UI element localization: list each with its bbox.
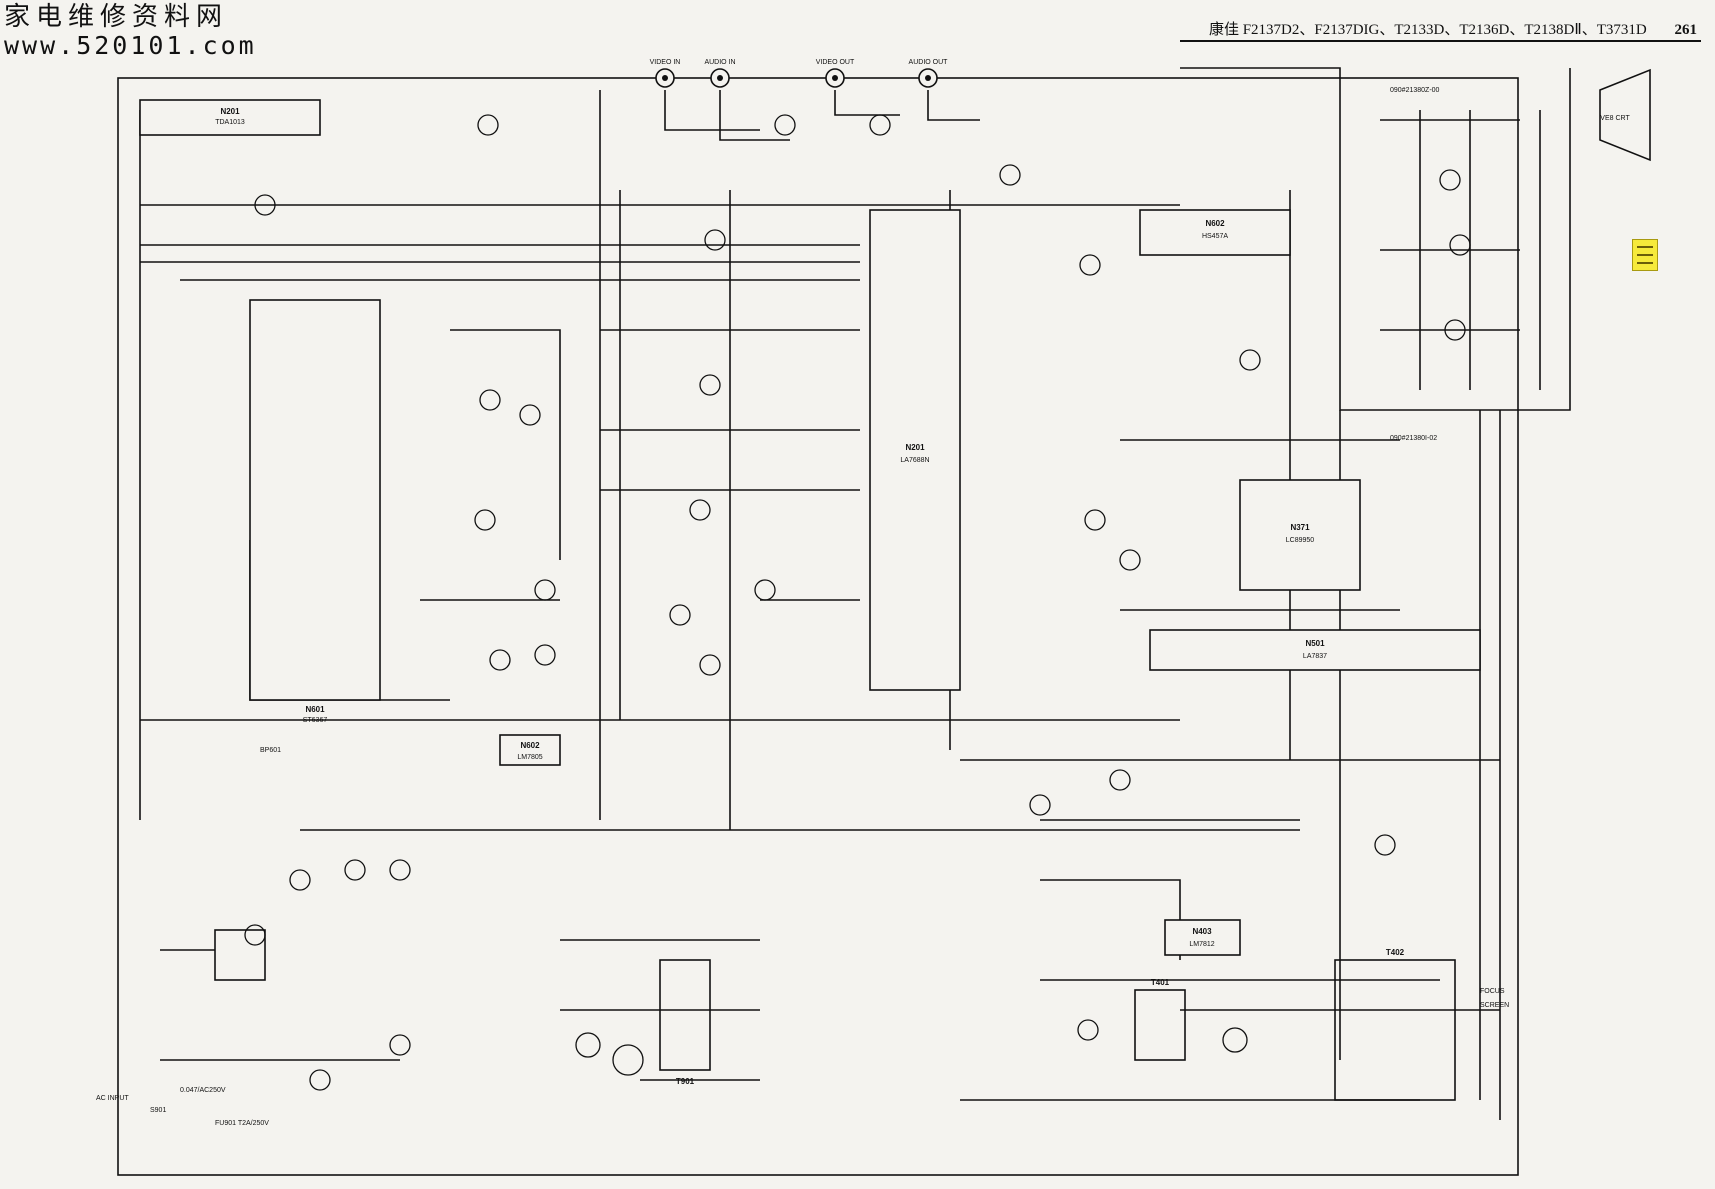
ic-hs457a-box [1139, 209, 1291, 256]
audio-in-label: AUDIO IN [704, 59, 735, 66]
ic-n501-ref: N501 [1305, 639, 1325, 648]
crt-board-code: 090#21380Z-00 [1390, 87, 1440, 94]
site-url: www.520101.com [4, 31, 257, 60]
header-rule [1180, 40, 1701, 42]
screen-label: SCREEN [1480, 1002, 1509, 1009]
page-number: 261 [1674, 22, 1698, 38]
s901-label: S901 [150, 1107, 166, 1114]
video-in-jack: VIDEO IN [650, 59, 681, 88]
transformer-t901: T901 [676, 1077, 695, 1086]
ac-cap-spec: 0.047/AC250V [180, 1087, 226, 1094]
fuse-label: FU901 T2A/250V [215, 1120, 269, 1127]
audio-in-jack: AUDIO IN [704, 59, 736, 88]
ic-n201-part: TDA1013 [215, 119, 245, 126]
ic-n201-ref: N201 [220, 107, 240, 116]
transformer-t402: T402 [1386, 948, 1405, 957]
ic-lm7805-box [499, 734, 561, 766]
ic-n501-part: LA7837 [1303, 653, 1327, 660]
ac-input-label: AC INPUT [96, 1095, 129, 1102]
ic-n602-part: LM7805 [517, 754, 542, 761]
ic-n201-box [139, 99, 321, 136]
ic-la7837-box [1149, 629, 1481, 671]
ic-n602b-ref: N602 [1205, 219, 1225, 228]
audio-out-label: AUDIO OUT [909, 59, 949, 66]
main-board-outline [117, 77, 1519, 1176]
crt-part: VE8 CRT [1600, 115, 1630, 122]
video-out-label: VIDEO OUT [816, 59, 855, 66]
ic-la7688-box [869, 209, 961, 691]
ic-n201b-part: LA7688N [900, 457, 929, 464]
transformer-t401: T401 [1151, 978, 1170, 987]
bp601-label: BP601 [260, 747, 281, 754]
page-title: 康佳 F2137D2、F2137DIG、T2133D、T2136D、T2138D… [1208, 22, 1647, 38]
focus-label: FOCUS [1480, 988, 1505, 995]
ic-n601-ref: N601 [305, 705, 325, 714]
sticky-note-icon[interactable] [1632, 239, 1658, 271]
page-header: 康佳 F2137D2、F2137DIG、T2133D、T2136D、T2138D… [1209, 18, 1697, 39]
ic-lm7812-box [1164, 919, 1241, 956]
ic-lc89950-box [1239, 479, 1361, 591]
site-name: 家电维修资料网 [4, 2, 229, 32]
ic-n201b-ref: N201 [905, 443, 925, 452]
ic-n602-ref: N602 [520, 741, 540, 750]
ic-n371-ref: N371 [1290, 523, 1310, 532]
ic-n601-box [249, 299, 381, 701]
ic-n601-part: ST6367 [303, 717, 328, 724]
ic-n403-part: LM7812 [1189, 941, 1214, 948]
ic-n602b-part: HS457A [1202, 233, 1228, 240]
ic-n371-part: LC89950 [1286, 537, 1315, 544]
audio-out-jack: AUDIO OUT [909, 59, 949, 88]
video-out-jack: VIDEO OUT [816, 59, 855, 88]
ic-n403-ref: N403 [1192, 927, 1212, 936]
crt-socket: VE8 CRT [1599, 68, 1651, 162]
av-jacks: VIDEO IN AUDIO IN VIDEO OUT AUDIO OUT [650, 59, 949, 88]
video-in-label: VIDEO IN [650, 59, 681, 66]
sub-board-code: 090#21380I-02 [1390, 435, 1437, 442]
header-branding: 家电维修资料网 www.520101.com [4, 2, 257, 60]
